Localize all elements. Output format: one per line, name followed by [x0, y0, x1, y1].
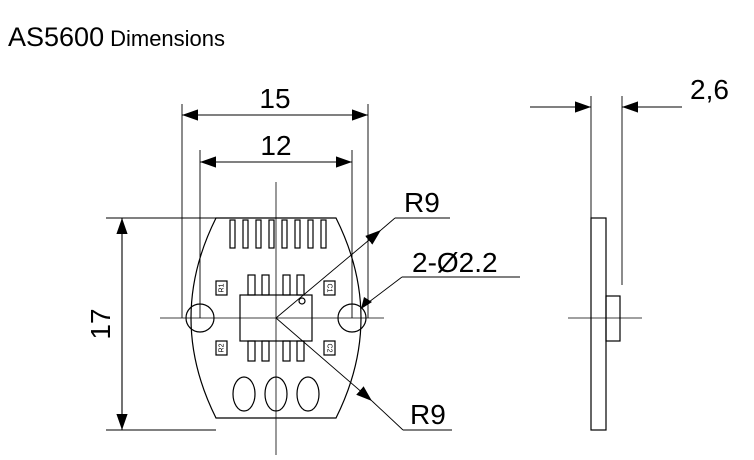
edge-fingers — [229, 219, 327, 249]
title-model: AS5600 — [8, 22, 105, 52]
chip-package — [239, 294, 313, 342]
leader-radius-top — [275, 217, 450, 319]
label-c1: C1 — [326, 284, 333, 293]
dim-label-radius-top: R9 — [404, 187, 440, 218]
dimension-width-inner — [199, 150, 353, 318]
dim-label-thickness: 2,6 — [690, 74, 729, 105]
component-labels: R1 R2 C1 C2 — [219, 283, 333, 352]
pin1-marker — [298, 297, 306, 305]
dimension-thickness — [530, 96, 682, 285]
front-view — [160, 182, 384, 455]
resistor-r2 — [215, 340, 228, 356]
pad-oval-right — [296, 376, 320, 412]
dim-label-radius-bottom: R9 — [410, 399, 446, 430]
label-r1: R1 — [219, 283, 226, 292]
side-board — [590, 217, 607, 431]
label-c2: C2 — [326, 344, 333, 353]
dim-label-width-outer: 15 — [259, 83, 290, 114]
capacitor-c2 — [323, 340, 336, 356]
capacitor-c1 — [323, 280, 336, 296]
label-r2: R2 — [219, 343, 226, 352]
side-view — [568, 217, 642, 431]
chip-pins-top — [247, 274, 305, 296]
pad-oval-center — [264, 376, 288, 412]
leader-holes — [361, 276, 520, 309]
dimension-width-outer — [181, 104, 369, 318]
chip-pins-bottom — [247, 340, 305, 362]
board-outline — [190, 217, 362, 419]
title-word: Dimensions — [110, 26, 226, 51]
pad-oval-left — [232, 376, 256, 412]
side-chip — [605, 295, 621, 342]
leader-radius-bottom — [275, 317, 452, 431]
resistor-r1 — [215, 280, 228, 296]
dim-label-height: 17 — [85, 308, 116, 339]
dim-label-holes: 2-Ø2.2 — [412, 247, 498, 278]
dim-label-width-inner: 12 — [260, 130, 291, 161]
dimension-height — [106, 217, 216, 431]
